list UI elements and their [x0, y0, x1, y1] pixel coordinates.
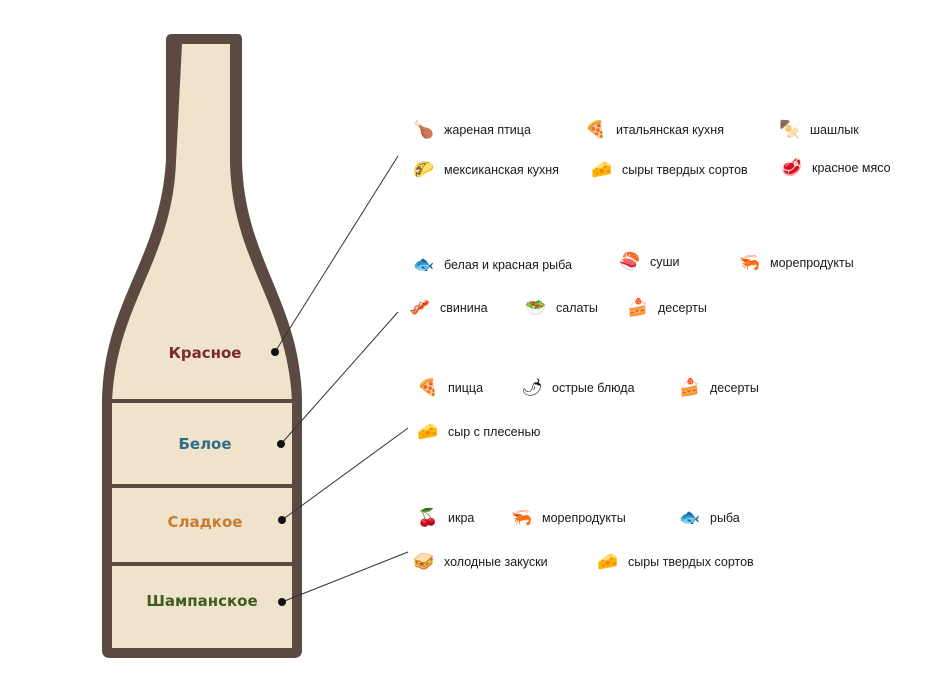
sandwich-icon: 🥪	[413, 552, 435, 571]
pairing-item: 🦐 морепродукты	[736, 251, 854, 275]
segment-label-champ: Шампанское	[146, 592, 258, 610]
pairing-item: 🥩 красное мясо	[778, 156, 891, 180]
pairing-item: 🍢 шашлык	[776, 118, 859, 142]
cheese-icon: 🧀	[597, 552, 619, 571]
pairing-label: морепродукты	[542, 511, 626, 525]
pairing-item: 🍕 пицца	[414, 376, 483, 400]
chili-pepper-icon: 🌶	[521, 378, 543, 397]
segment-divider	[112, 399, 292, 403]
pairing-item: 🍕 итальянская кухня	[582, 118, 724, 142]
pairing-item: 🦐 морепродукты	[508, 506, 626, 530]
pairing-item: 🍗 жареная птица	[410, 118, 531, 142]
pairing-item: 🧀 сыр с плесенью	[414, 420, 540, 444]
pairing-label: мексиканская кухня	[444, 163, 559, 177]
shrimp-icon: 🦐	[739, 253, 761, 272]
pairing-label: пицца	[448, 381, 484, 395]
pairing-label: красное мясо	[812, 161, 891, 175]
segment-divider	[112, 484, 292, 488]
skewer-icon: 🍢	[779, 120, 801, 139]
connector-dot-sweet	[278, 516, 286, 524]
pairing-item: 🌶 острые блюда	[518, 376, 635, 400]
shrimp-icon: 🦐	[511, 508, 533, 527]
segment-divider	[112, 562, 292, 566]
pairing-item: 🥗 салаты	[522, 296, 598, 320]
roast-chicken-icon: 🍗	[413, 120, 435, 139]
steak-icon: 🥩	[781, 158, 803, 177]
pairing-label: шашлык	[810, 123, 859, 137]
pairing-label: острые блюда	[552, 381, 635, 395]
pairing-item: 🥓 свинина	[406, 296, 488, 320]
pairing-label: свинина	[440, 301, 488, 315]
sushi-icon: 🍣	[619, 252, 641, 271]
pairing-label: холодные закуски	[444, 555, 548, 569]
pairing-item: 🍰 десерты	[624, 296, 707, 320]
pairing-item: 🍒 икра	[414, 506, 474, 530]
pairing-label: суши	[650, 255, 680, 269]
pairing-item: 🧀 сыры твердых сортов	[588, 158, 748, 182]
pizza-slice-icon: 🍕	[585, 120, 607, 139]
cake-icon: 🍰	[679, 378, 701, 397]
cake-icon: 🍰	[627, 298, 649, 317]
pairing-label: икра	[448, 511, 475, 525]
segment-label-red: Красное	[168, 344, 242, 362]
connector-line-champ	[281, 551, 409, 603]
bacon-icon: 🥓	[409, 298, 431, 317]
salad-icon: 🥗	[525, 298, 547, 317]
pairing-label: итальянская кухня	[616, 123, 724, 137]
taco-icon: 🌮	[413, 160, 435, 179]
connector-dot-champ	[278, 598, 286, 606]
connector-dot-red	[271, 348, 279, 356]
bottle-body	[112, 44, 292, 648]
pairing-item: 🥪 холодные закуски	[410, 550, 548, 574]
pairing-label: сыр с плесенью	[448, 425, 541, 439]
fish-icon: 🐟	[679, 508, 701, 527]
pairing-label: десерты	[658, 301, 707, 315]
pairing-label: десерты	[710, 381, 759, 395]
pairing-label: сыры твердых сортов	[628, 555, 754, 569]
pairing-label: сыры твердых сортов	[622, 163, 748, 177]
pairing-label: морепродукты	[770, 256, 854, 270]
pairing-item: 🧀 сыры твердых сортов	[594, 550, 754, 574]
pairing-item: 🐟 рыба	[676, 506, 740, 530]
connector-line-white	[280, 311, 399, 445]
connector-line-sweet	[281, 427, 409, 521]
pairing-item: 🌮 мексиканская кухня	[410, 158, 559, 182]
pairing-item: 🍰 десерты	[676, 376, 759, 400]
pairing-item: 🍣 суши	[616, 250, 680, 274]
connector-dot-white	[277, 440, 285, 448]
segment-label-white: Белое	[178, 435, 232, 453]
pizza-icon: 🍕	[417, 378, 439, 397]
connector-line-red	[274, 155, 399, 353]
pairing-label: рыба	[710, 511, 740, 525]
cheese-icon: 🧀	[591, 160, 613, 179]
segment-label-sweet: Сладкое	[167, 513, 243, 531]
blue-cheese-icon: 🧀	[417, 422, 439, 441]
pairing-label: салаты	[556, 301, 598, 315]
pairing-item: 🐟 белая и красная рыба	[410, 253, 572, 277]
pairing-label: белая и красная рыба	[444, 258, 572, 272]
fish-icon: 🐟	[413, 255, 435, 274]
pairing-label: жареная птица	[444, 123, 531, 137]
caviar-icon: 🍒	[417, 508, 439, 527]
